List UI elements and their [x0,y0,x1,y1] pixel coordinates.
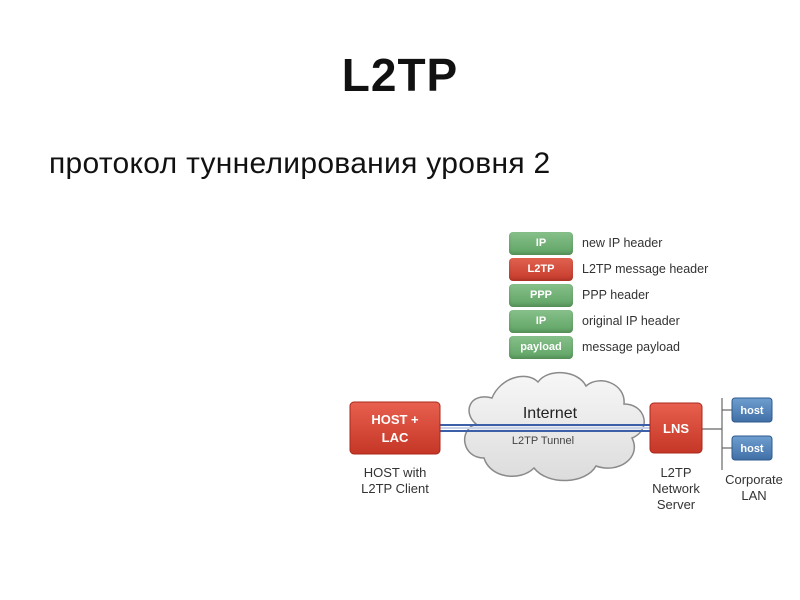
internet-cloud [463,371,645,482]
lan-caption: Corporate LAN [718,472,790,504]
lns-label: LNS [663,421,689,436]
lan-host-top: host [731,397,773,423]
packet-tag-payload: payload [509,335,573,359]
lan-caption-line1: Corporate [725,472,783,487]
server-caption-line1: L2TP [660,465,692,480]
host-lac-node: HOST + LAC [349,401,441,455]
internet-label: Internet [523,405,578,422]
tunnel-label: L2TP Tunnel [512,435,574,447]
packet-tag-ip-original: IP [509,309,573,333]
packet-layer-ppp: PPP PPP header [509,282,749,308]
server-caption-line3: Server [656,497,696,512]
packet-tag-ppp: PPP [509,283,573,307]
packet-label-original-ip: original IP header [582,314,680,328]
page-title: L2TP [341,49,459,101]
l2tp-tunnel [440,424,650,432]
host-lac-label-line2: LAC [382,430,409,445]
packet-layer-l2tp: L2TP L2TP message header [509,256,749,282]
lan-host-bottom: host [731,435,773,461]
lan-caption-line2: LAN [741,488,767,503]
lan-links [702,398,732,470]
client-caption-line2: L2TP Client [361,481,429,496]
client-caption: HOST with L2TP Client [345,465,445,497]
host-bottom-label: host [740,443,764,455]
packet-label-payload: message payload [582,340,680,354]
packet-tag-l2tp: L2TP [509,257,573,281]
server-caption: L2TP Network Server [640,465,712,513]
packet-layer-new-ip: IP new IP header [509,230,749,256]
host-top-label: host [740,405,764,417]
page-subtitle: протокол туннелирования уровня 2 [49,147,551,180]
packet-label-l2tp: L2TP message header [582,262,709,276]
packet-layer-original-ip: IP original IP header [509,308,749,334]
packet-structure: IP new IP header L2TP L2TP message heade… [509,230,749,360]
packet-layer-payload: payload message payload [509,334,749,360]
packet-label-new-ip: new IP header [582,236,663,250]
host-lac-label-line1: HOST + [371,412,419,427]
packet-tag-ip-new: IP [509,231,573,255]
client-caption-line1: HOST with [363,465,427,480]
packet-label-ppp: PPP header [582,288,650,302]
server-caption-line2: Network [652,481,700,496]
lns-node: LNS [649,402,703,454]
